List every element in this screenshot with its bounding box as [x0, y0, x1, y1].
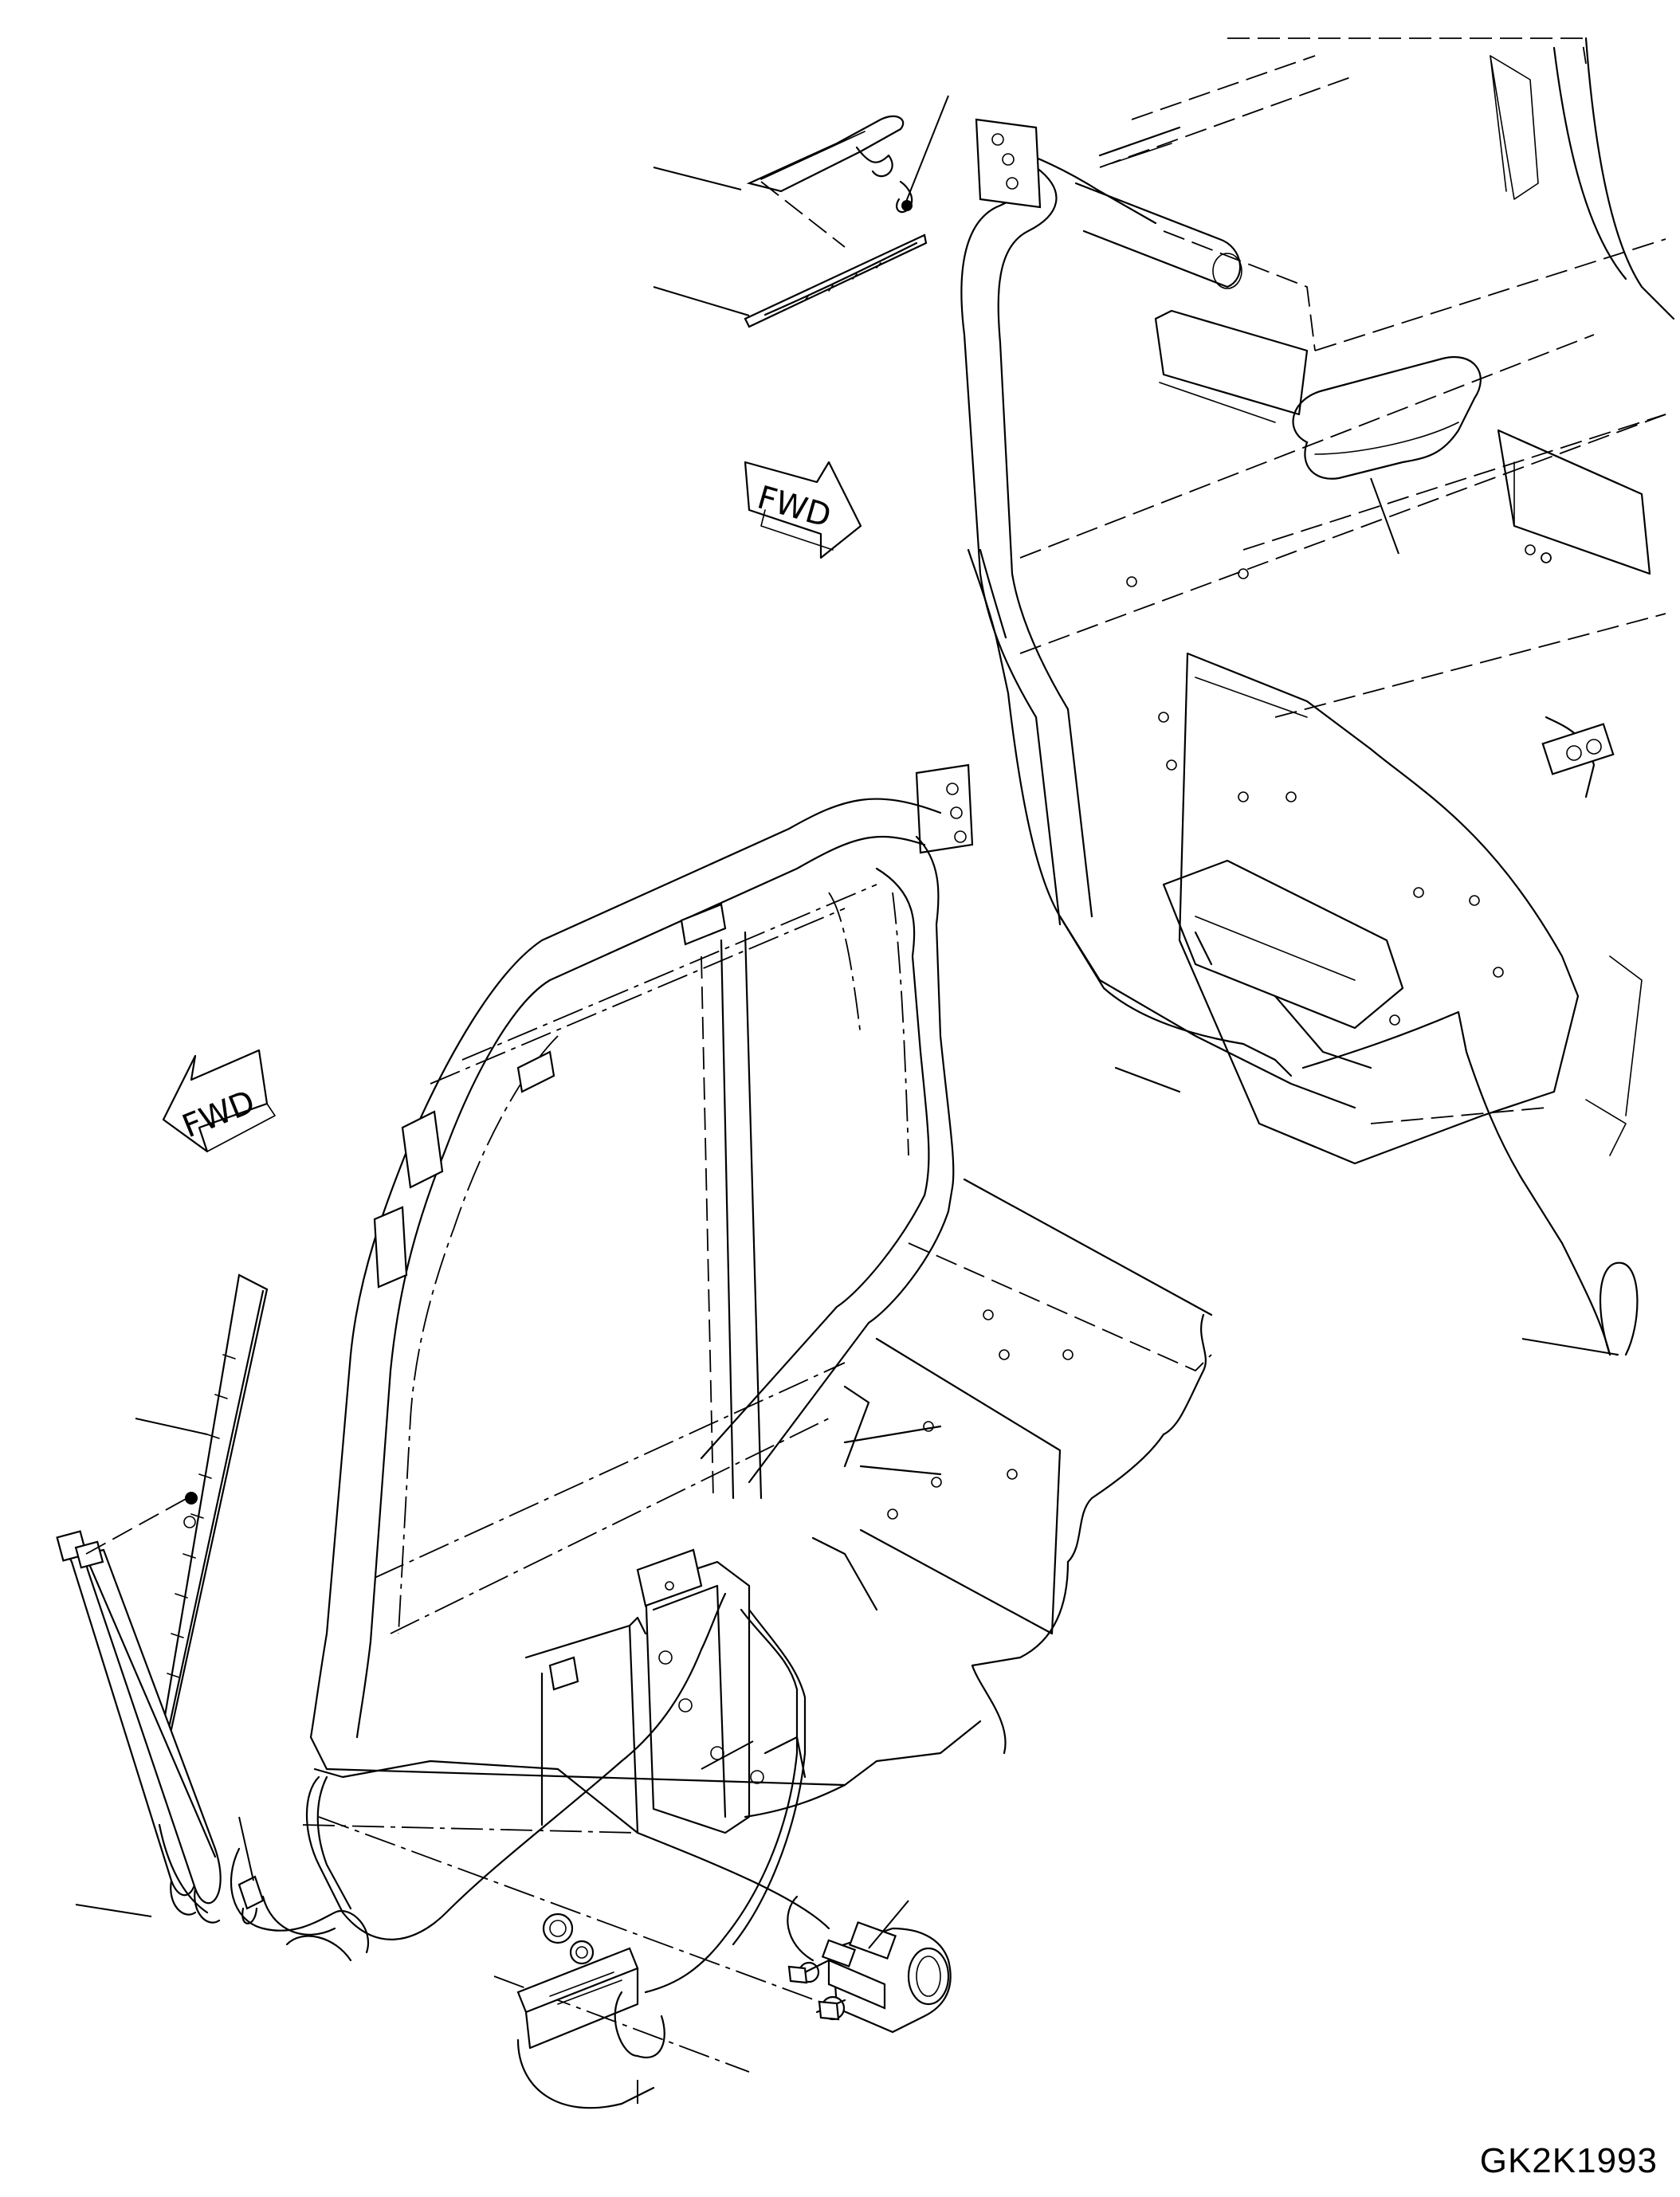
front-cab-frame	[230, 763, 1213, 2109]
rear-cab-assembly	[960, 37, 1675, 1356]
front-wiper-set	[56, 1273, 269, 1924]
fwd-label-lower: FWD	[178, 1084, 261, 1146]
rear-wiper-set	[744, 115, 928, 328]
drawing-code-label: GK2K1993	[1479, 2141, 1658, 2180]
fwd-arrow-lower: FWD	[162, 1049, 276, 1153]
wiper-motor	[787, 1920, 952, 2034]
ceiling-lamp	[1292, 356, 1482, 480]
fwd-label-upper: FWD	[753, 479, 834, 535]
leader-lines	[75, 95, 1619, 2104]
fwd-arrow-upper: FWD	[744, 461, 862, 559]
